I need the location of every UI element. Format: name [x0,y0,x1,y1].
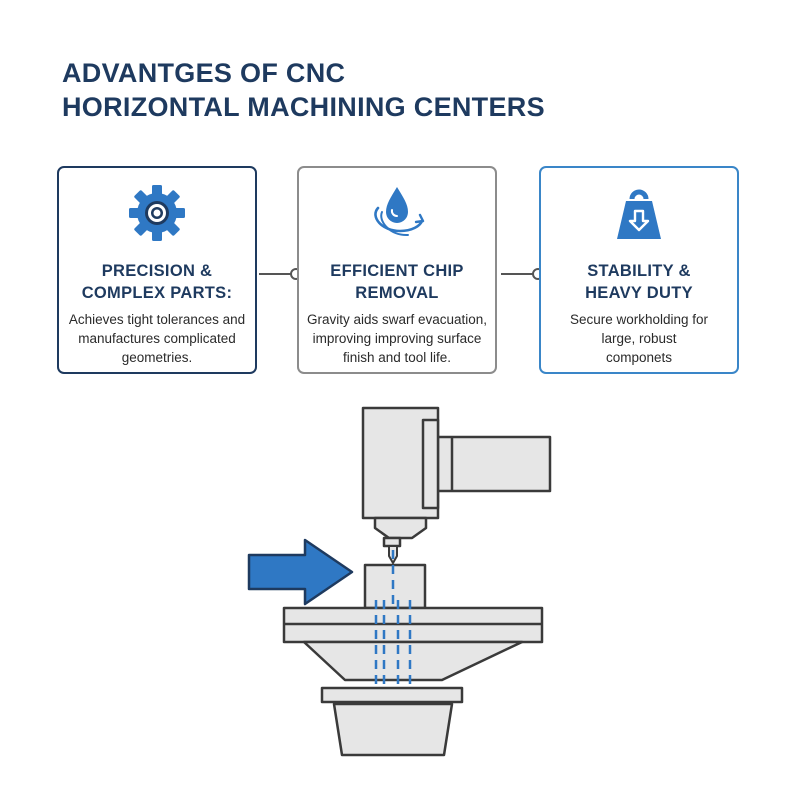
card-description-line: large, robust [601,331,677,346]
card-description-line: geometries. [121,350,193,365]
card-description-line: Secure workholding for [569,312,709,327]
workpiece [363,563,427,610]
card-heading-line: PRECISION & [101,262,213,280]
machine-arm [435,435,552,493]
card-description-line: improving improving surface [312,331,482,346]
card-heading-line: STABILITY & [587,262,691,280]
card-description-line: manufactures complicated [78,331,236,346]
card-description: Achieves tight tolerances and manufactur… [65,310,249,367]
card-chip-removal: EFFICIENT CHIP REMOVAL Gravity aids swar… [297,166,497,374]
card-heading-line: HEAVY DUTY [585,284,693,302]
card-description-line: Achieves tight tolerances and [68,312,246,327]
card-heading-line: EFFICIENT CHIP [330,262,464,280]
card-heading: STABILITY & HEAVY DUTY [545,260,733,304]
spindle-collet [373,516,428,540]
base-plate [320,686,464,704]
water-drop-cycle-icon [299,178,495,248]
machine-base-funnel [302,640,524,682]
card-heading-line: COMPLEX PARTS: [81,284,233,302]
card-description-line: Gravity aids swarf evacuation, [306,312,488,327]
connector-line-2 [501,273,535,275]
feed-arrow [247,538,354,606]
title-line-2: HORIZONTAL MACHINING CENTERS [62,92,545,122]
card-heading: EFFICIENT CHIP REMOVAL [303,260,491,304]
card-description-line: componets [605,350,673,365]
spindle-head-side [421,418,440,510]
card-heading-line: REMOVAL [355,284,439,302]
gear-icon [59,178,255,248]
connector-line-1 [259,273,293,275]
card-description: Gravity aids swarf evacuation, improving… [305,310,489,367]
card-description-line: finish and tool life. [342,350,452,365]
machine-illustration [247,406,552,757]
card-description: Secure workholding for large, robust com… [547,310,731,367]
chip-bin [332,702,454,757]
tool-holder [382,536,402,548]
chip-flow-lines [374,550,412,690]
card-precision: PRECISION & COMPLEX PARTS: Achieves tigh… [57,166,257,374]
page-title: ADVANTGES OF CNC HORIZONTAL MACHINING CE… [62,56,545,124]
card-heading: PRECISION & COMPLEX PARTS: [63,260,251,304]
card-stability: STABILITY & HEAVY DUTY Secure workholdin… [539,166,739,374]
title-line-1: ADVANTGES OF CNC [62,58,346,88]
weight-down-icon [541,178,737,248]
